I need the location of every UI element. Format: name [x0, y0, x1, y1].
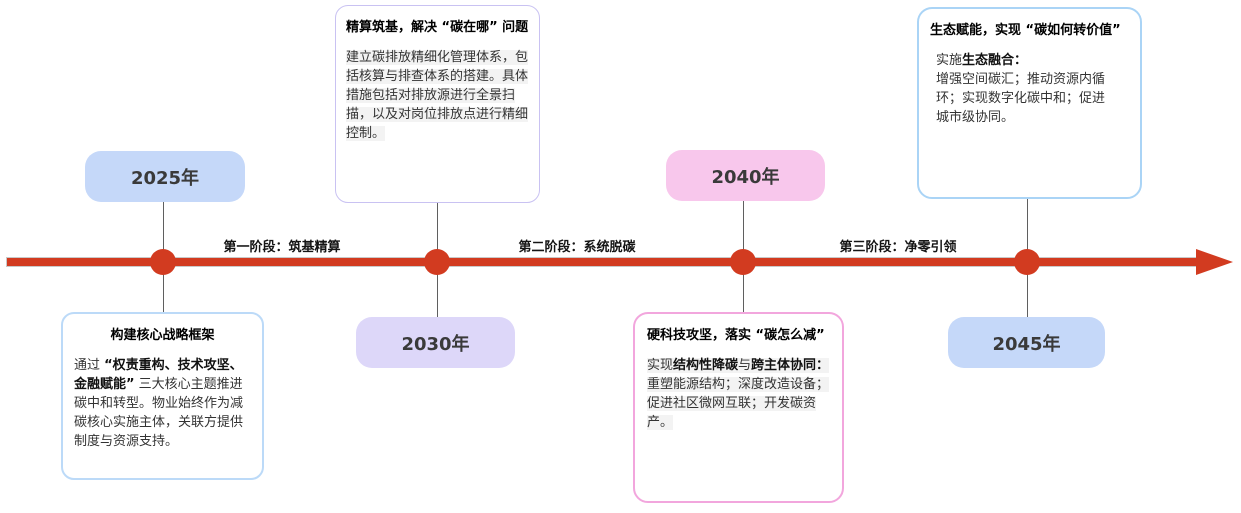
card-title: 生态赋能，实现 “碳如何转价值”: [930, 23, 1121, 38]
milestone-dot-2025: [150, 249, 176, 275]
card-body-text: 通过: [74, 358, 105, 373]
card-body-text-bold: “权责重构、技术攻坚、金融赋能”: [74, 358, 243, 392]
year-badge-2040: 2040年: [666, 150, 825, 201]
card-body-text-bold: 生态融合：: [962, 53, 1028, 68]
connector-line: [163, 202, 164, 262]
card-body: 实现结构性降碳与跨主体协同： 重塑能源结构；深度改造设备；促进社区微网互联；开发…: [647, 356, 830, 432]
connector-line: [437, 262, 438, 318]
card-body-text: 建立碳排放精细化管理体系，包括核算与排查体系的搭建。具体措施包括对排放源进行全景…: [346, 50, 529, 141]
card-body-text: 三大核心主题推进碳中和转型。物业始终作为减碳核心实施主体，关联方提供制度与资源支…: [74, 377, 244, 449]
card-body-text-bold: 跨主体协同：: [751, 358, 830, 373]
connector-line: [437, 203, 438, 262]
card-title: 硬科技攻坚，落实 “碳怎么减”: [647, 328, 825, 343]
connector-line: [1027, 262, 1028, 318]
phase-label-1: 第一阶段：筑基精算: [223, 240, 341, 255]
year-badge-label: 2025年: [130, 167, 200, 189]
timeline-axis: [7, 258, 1198, 266]
year-badge-label: 2030年: [401, 333, 470, 355]
connector-line: [1027, 199, 1028, 262]
phase-label-2: 第二阶段：系统脱碳: [518, 240, 636, 255]
milestone-dot-2040: [730, 249, 756, 275]
card-title: 精算筑基，解决 “碳在哪” 问题: [346, 20, 529, 35]
card-title: 构建核心战略框架: [110, 328, 215, 343]
card-tech: 硬科技攻坚，落实 “碳怎么减” 实现结构性降碳与跨主体协同： 重塑能源结构；深度…: [633, 312, 844, 503]
card-body-text: 重塑能源结构；深度改造设备；促进社区微网互联；开发碳资产。: [647, 377, 830, 430]
year-badge-label: 2040年: [711, 166, 780, 188]
card-body-text: 实现: [647, 358, 674, 373]
connector-line: [743, 262, 744, 312]
connector-line: [743, 201, 744, 262]
card-body-text: 实施: [936, 53, 963, 68]
card-accounting: 精算筑基，解决 “碳在哪” 问题 建立碳排放精细化管理体系，包括核算与排查体系的…: [335, 5, 540, 203]
card-eco: 生态赋能，实现 “碳如何转价值” 实施生态融合： 增强空间碳汇；推动资源内循环；…: [917, 7, 1142, 199]
year-badge-2025: 2025年: [85, 151, 245, 202]
milestone-dot-2045: [1014, 249, 1040, 275]
year-badge-label: 2045年: [992, 333, 1061, 355]
phase-label-3: 第三阶段：净零引领: [839, 240, 957, 255]
card-body: 建立碳排放精细化管理体系，包括核算与排查体系的搭建。具体措施包括对排放源进行全景…: [346, 48, 529, 143]
card-body: 通过 “权责重构、技术攻坚、金融赋能” 三大核心主题推进碳中和转型。物业始终作为…: [74, 356, 251, 451]
timeline-arrowhead-icon: [1196, 249, 1233, 275]
year-badge-2030: 2030年: [356, 317, 515, 368]
card-body-text: 与: [738, 358, 752, 373]
card-body: 实施生态融合： 增强空间碳汇；推动资源内循环；实现数字化碳中和；促进城市级协同。: [936, 51, 1109, 127]
year-badge-2045: 2045年: [948, 317, 1105, 368]
card-strategy: 构建核心战略框架 通过 “权责重构、技术攻坚、金融赋能” 三大核心主题推进碳中和…: [61, 312, 264, 480]
connector-line: [163, 262, 164, 312]
card-body-text: 增强空间碳汇；推动资源内循环；实现数字化碳中和；促进城市级协同。: [936, 72, 1106, 125]
card-body-text-bold: 结构性降碳: [673, 358, 739, 373]
milestone-dot-2030: [424, 249, 450, 275]
